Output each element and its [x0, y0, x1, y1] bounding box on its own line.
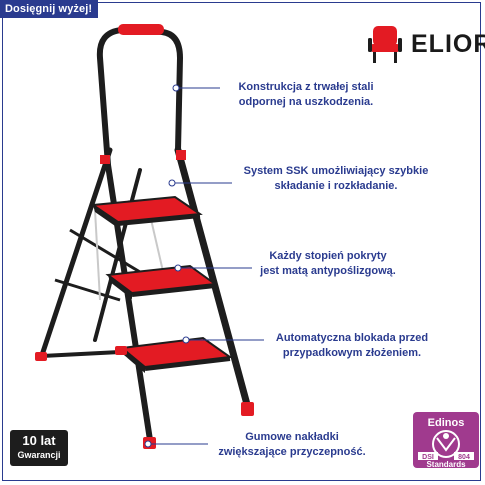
callout-text: jest matą antypoślizgową.	[260, 265, 396, 277]
callout-text: zwiększające przyczepność.	[218, 446, 366, 458]
svg-text:DSI: DSI	[422, 454, 434, 461]
brand-logo: ELIOR	[365, 24, 485, 64]
svg-text:Edinos: Edinos	[428, 417, 465, 429]
callout-text: System SSK umożliwiający szybkie	[243, 165, 429, 177]
callout-text: Konstrukcja z trwałej stali	[238, 81, 374, 93]
svg-text:804: 804	[458, 454, 470, 461]
callout-ssk-system: System SSK umożliwiający szybkie składan…	[234, 164, 438, 194]
callout-text: Automatyczna blokada przed	[275, 332, 429, 344]
edinos-certification-logo: Edinos DSI 804 Standards	[413, 412, 479, 469]
callout-construction: Konstrukcja z trwałej stali odpornej na …	[222, 80, 390, 110]
warranty-years: 10 lat	[22, 433, 56, 448]
promo-tag: Dosięgnij wyżej!	[0, 0, 99, 18]
callout-rubber-feet: Gumowe nakładki zwiększające przyczepnoś…	[206, 430, 378, 460]
chair-icon	[368, 26, 402, 63]
callout-text: odpornej na uszkodzenia.	[238, 96, 374, 108]
callout-auto-lock: Automatyczna blokada przed przypadkowym …	[264, 331, 440, 361]
callout-text: Każdy stopień pokryty	[269, 250, 387, 262]
callout-text: składanie i rozkładanie.	[274, 180, 398, 192]
image-border	[2, 2, 481, 481]
certification-seal-icon: Edinos DSI 804 Standards	[413, 412, 479, 469]
svg-text:Standards: Standards	[426, 460, 466, 468]
warranty-badge: 10 lat Gwarancji	[10, 430, 68, 466]
warranty-label: Gwarancji	[17, 450, 61, 460]
callout-anti-slip-steps: Każdy stopień pokryty jest matą antypośl…	[252, 249, 404, 279]
brand-name: ELIOR	[411, 30, 485, 58]
callout-text: Gumowe nakładki	[245, 431, 339, 443]
callout-text: przypadkowym złożeniem.	[282, 347, 422, 359]
